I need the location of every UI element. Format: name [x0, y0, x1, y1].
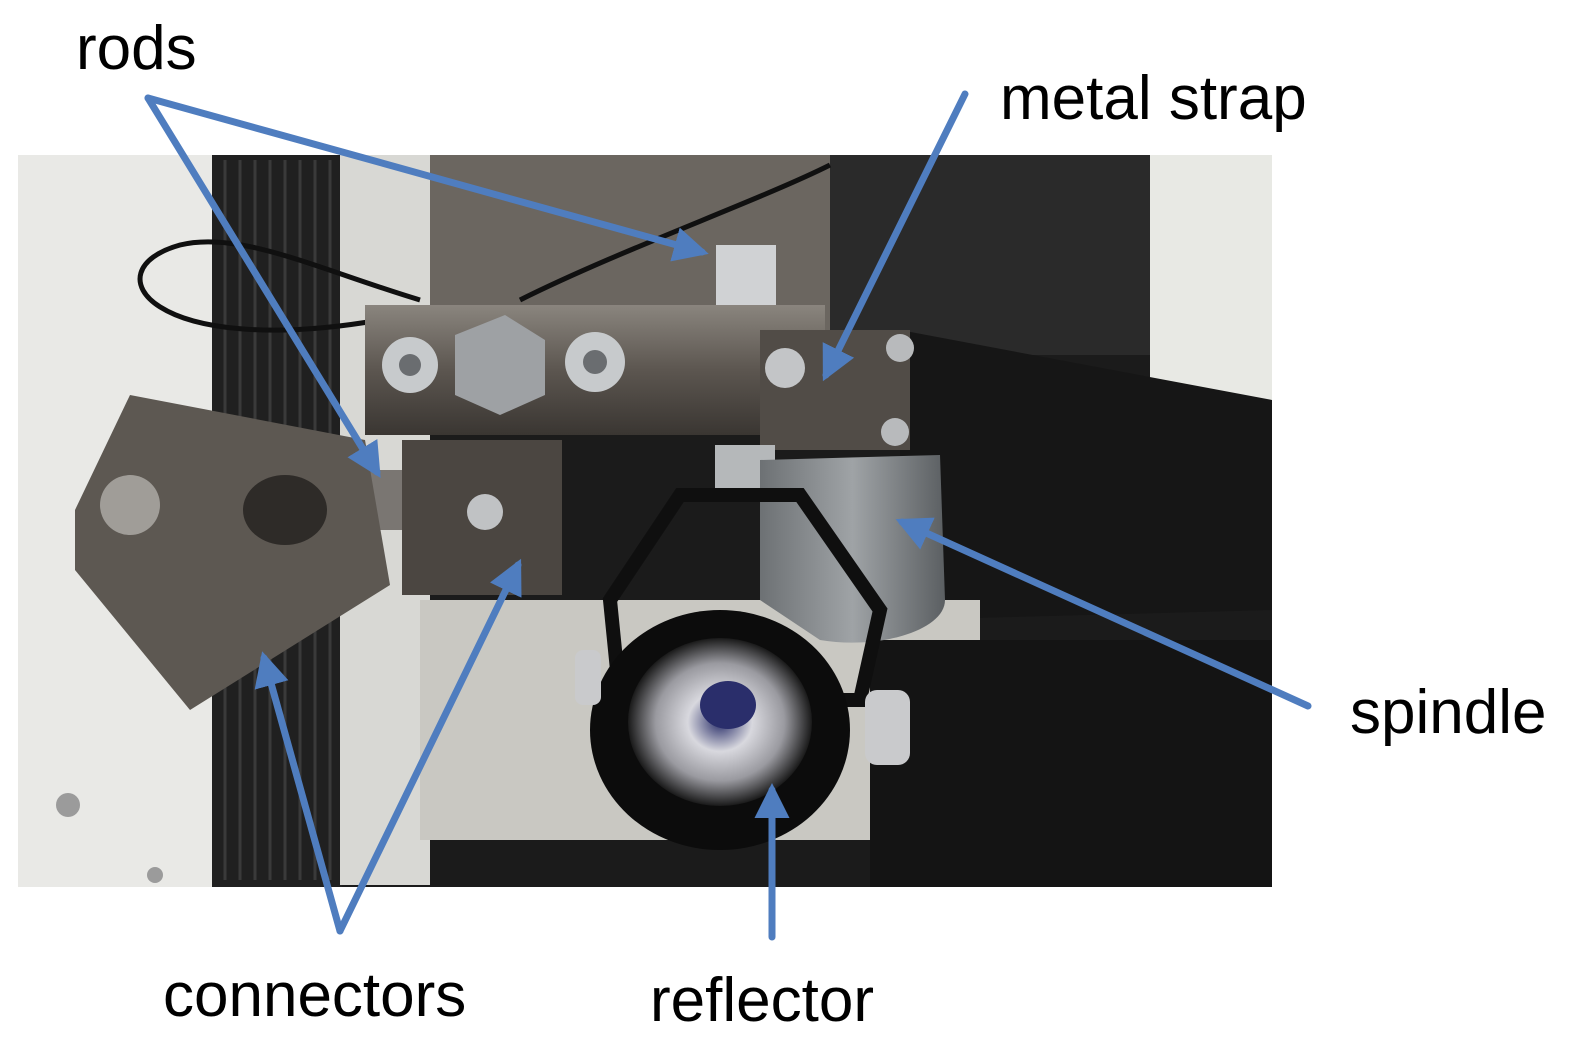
arrow-rods-to-lower-rod	[144, 94, 381, 478]
hex-bolt	[455, 315, 545, 415]
cable	[518, 162, 832, 303]
reflector-knob	[575, 650, 601, 705]
connector-hole	[243, 475, 327, 545]
screw-head	[56, 793, 80, 817]
bolt-head	[881, 418, 909, 446]
rod-top	[716, 245, 776, 305]
reflector-knob	[865, 690, 910, 765]
arrow-spindle	[895, 517, 1312, 710]
label-reflector: reflector	[650, 966, 874, 1035]
label-metal-strap: metal strap	[1000, 64, 1307, 133]
cable	[137, 239, 421, 333]
photo-content	[18, 155, 1272, 887]
arrow-connectors-right	[336, 558, 522, 935]
arrow-metal-strap	[822, 90, 969, 382]
spindle-housing	[760, 455, 945, 643]
dark-housing	[830, 155, 1150, 355]
label-connectors: connectors	[163, 961, 467, 1030]
bolt-socket	[583, 350, 607, 374]
arrow-connectors-left	[254, 651, 344, 935]
bolt-head	[467, 494, 503, 530]
connector-insert	[100, 475, 160, 535]
bolt-head	[765, 348, 805, 388]
right-panel	[1150, 155, 1272, 415]
bolt-head	[886, 334, 914, 362]
screw-head	[147, 867, 163, 883]
label-spindle: spindle	[1350, 678, 1547, 747]
connector-block	[75, 395, 390, 710]
reflector-center	[700, 681, 756, 729]
label-rods: rods	[76, 14, 197, 83]
bolt-socket	[399, 354, 421, 376]
arrow-rods-to-top-rod	[144, 94, 709, 262]
clamp-body	[900, 330, 1272, 620]
lower-shadow	[870, 640, 1272, 887]
